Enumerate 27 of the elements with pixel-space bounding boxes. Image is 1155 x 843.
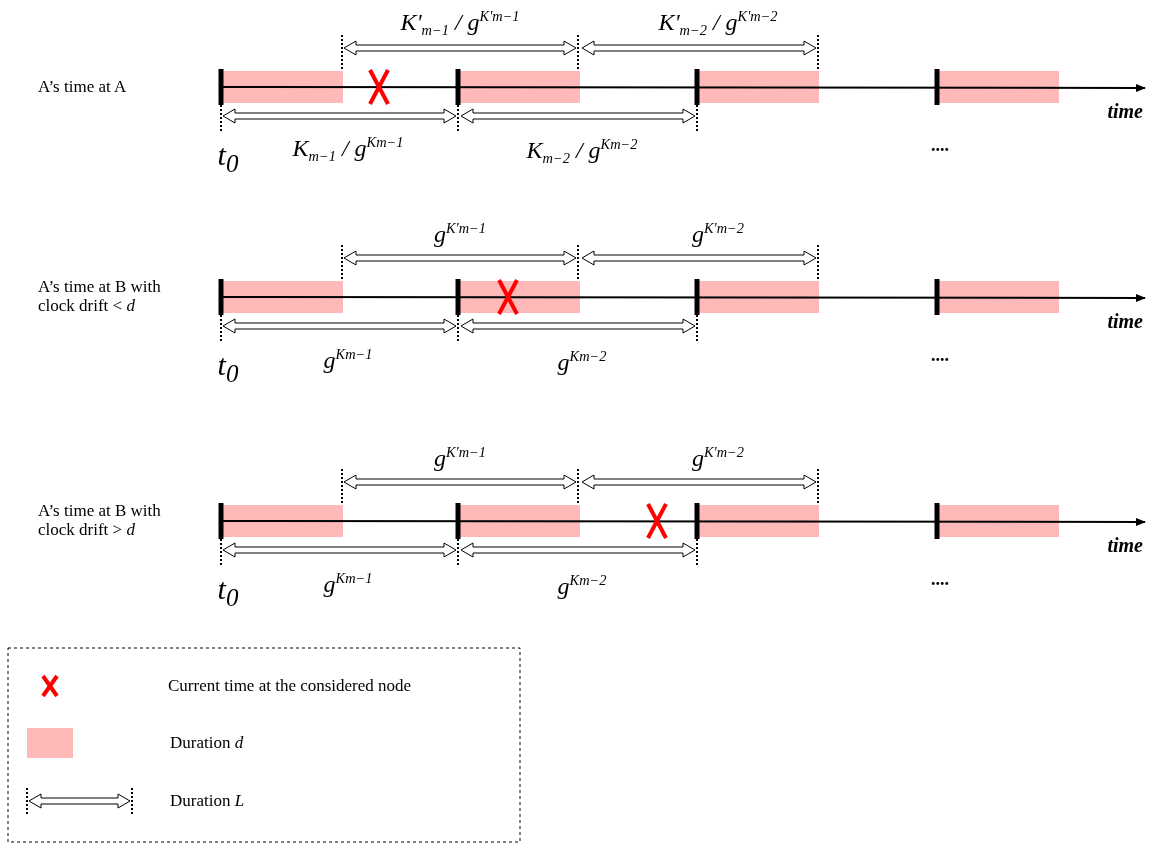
dimension-label: K'$_{m−2}$ / g$^{K'm−2}$ — [658, 8, 778, 40]
axis-label: time — [1107, 310, 1143, 332]
dimension-label: K'$_{m−1}$ / g$^{K'm−1}$ — [400, 8, 520, 40]
origin-label: t$_{0}$ — [217, 572, 239, 612]
ellipsis: .... — [931, 570, 949, 590]
row-label: A’s time at A — [38, 77, 128, 97]
dimension-label: g$^{K'm−1}$ — [434, 220, 486, 248]
ellipsis: .... — [931, 346, 949, 366]
dimension-label: g$^{Km−1}$ — [323, 570, 373, 598]
origin-label: t$_{0}$ — [217, 348, 239, 388]
dimension-label: K$_{m−2}$ / g$^{Km−2}$ — [526, 136, 638, 168]
row-label: A’s time at B with clock drift > d — [38, 502, 162, 540]
legend-text: Duration d — [170, 733, 244, 753]
origin-label: t$_{0}$ — [217, 138, 239, 178]
legend-text: Duration L — [170, 791, 245, 811]
dimension-label: K$_{m−1}$ / g$^{Km−1}$ — [292, 134, 404, 166]
dimension-label: g$^{Km−1}$ — [323, 346, 373, 374]
dimension-label: g$^{K'm−2}$ — [692, 220, 744, 248]
row-label: A’s time at B with clock drift < d — [38, 278, 162, 316]
dimension-label: g$^{K'm−2}$ — [692, 444, 744, 472]
axis-label: time — [1107, 100, 1143, 122]
dimension-label: g$^{Km−2}$ — [557, 348, 607, 376]
dimension-label: g$^{K'm−1}$ — [434, 444, 486, 472]
dimension-label: g$^{Km−2}$ — [557, 572, 607, 600]
ellipsis: .... — [931, 136, 949, 156]
legend-text: Current time at the considered node — [168, 676, 412, 696]
axis-label: time — [1107, 534, 1143, 556]
